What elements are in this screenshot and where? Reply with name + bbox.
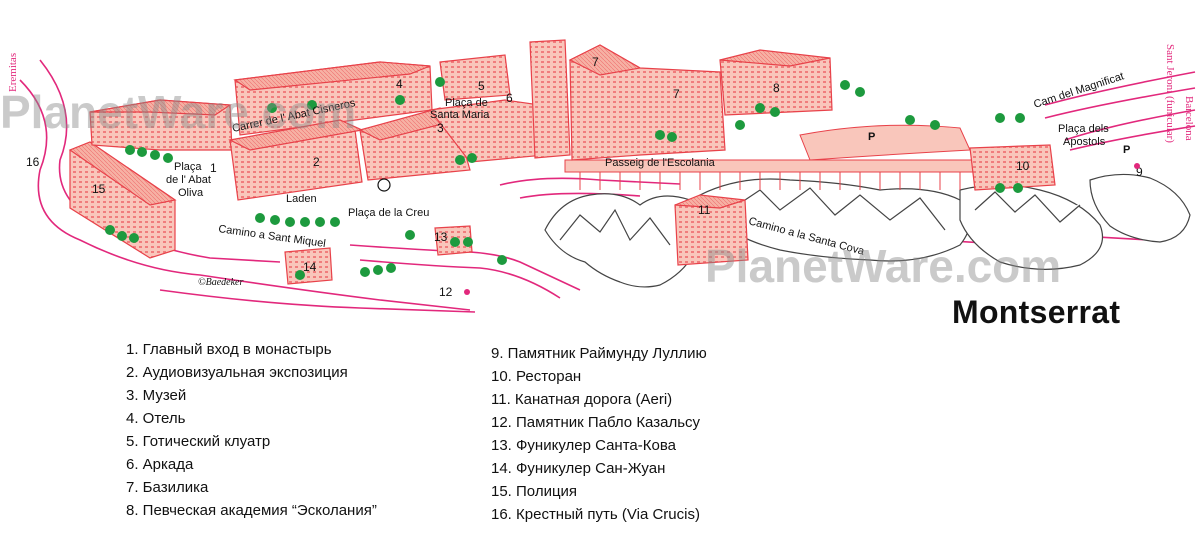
map-title: Montserrat [952,294,1121,330]
place-label-placa-creu: Plaça de la Creu [348,207,429,219]
map-number-8: 8 [773,81,780,95]
map-number-15: 15 [92,182,106,196]
map-number-1: 1 [210,161,217,175]
street-label-passeig-escolania: Passeig de l'Escolania [605,157,716,169]
place-label-abat-oliva-2: de l' Abat [166,174,211,186]
escolania-viaduct [564,124,976,190]
road-label-camino-sant-miquel: Camino a Sant Miquel [218,223,327,250]
legend-item: 6. Аркада [126,456,194,473]
place-label-abat-oliva-1: Plaça [174,161,202,173]
road-label-eremitas: Eremitas [7,53,19,92]
map-number-5: 5 [478,79,485,93]
watermark-top: PlanetWare.com [0,86,356,138]
legend-item: 10. Ресторан [491,368,582,385]
legend-item: 16. Крестный путь (Via Crucis) [491,506,700,523]
main-entrance-marker [377,178,391,192]
map-number-13: 13 [434,230,448,244]
map-number-14: 14 [303,260,317,274]
place-label-laden: Laden [286,193,317,205]
parking-marker: P [868,131,875,143]
mountain-rocks [544,173,1191,288]
legend-item: 8. Певческая академия “Эсколания” [126,502,377,519]
place-label-apostols-2: Apostols [1063,136,1106,148]
legend-item: 1. Главный вход в монастырь [126,341,332,358]
legend-item: 15. Полиция [491,483,578,500]
legend-item: 7. Базилика [126,479,209,496]
place-label-santa-maria-1: Plaça de [445,97,488,109]
map-number-12: 12 [439,285,453,299]
map-number-4: 4 [396,77,403,91]
map-number-3: 3 [437,121,444,135]
map-number-10: 10 [1016,159,1030,173]
trees [105,77,1025,280]
place-label-santa-maria-2: Santa Maria [430,109,490,121]
legend-item: 13. Фуникулер Санта-Кова [491,437,676,454]
legend-item: 5. Готический клуатр [126,433,271,450]
map-number-11: 11 [698,203,711,217]
road-label-barcelona: Barcelona [1183,96,1195,141]
legend-left-column: 1. Главный вход в монастырь 2. Аудиовизу… [126,338,377,522]
watermark-bottom: PlanetWare.com [705,240,1061,292]
lullius-monument-marker [1134,163,1140,169]
map-number-6: 6 [506,91,513,105]
parking-marker: P [1123,144,1130,156]
legend-item: 9. Памятник Раймунду Луллию [491,345,707,362]
copyright-text: ©Baedeker [198,277,243,288]
legend-item: 2. Аудиовизуальная экспозиция [126,364,348,381]
legend-item: 14. Фуникулер Сан-Жуан [491,460,666,477]
legend-right-column: 9. Памятник Раймунду Луллию 10. Ресторан… [491,342,707,526]
legend-item: 3. Музей [126,387,187,404]
map-number-16: 16 [26,155,40,169]
road-label-cami-magnificat: Cam del Magnificat [1032,70,1125,111]
casals-monument-marker [464,289,470,295]
road-label-sant-jeroni: Sant Jeroni (funicular) [1164,44,1176,143]
place-label-abat-oliva-3: Oliva [178,187,204,199]
legend-item: 12. Памятник Пабло Казальсу [491,414,701,431]
map-number-9: 9 [1136,165,1143,179]
place-label-apostols-1: Plaça dels [1058,123,1109,135]
legend-item: 4. Отель [126,410,186,427]
map-number-2: 2 [313,155,320,169]
legend-item: 11. Канатная дорога (Aeri) [491,391,673,408]
map-number-7b: 7 [673,87,680,101]
map-number-7a: 7 [592,55,599,69]
